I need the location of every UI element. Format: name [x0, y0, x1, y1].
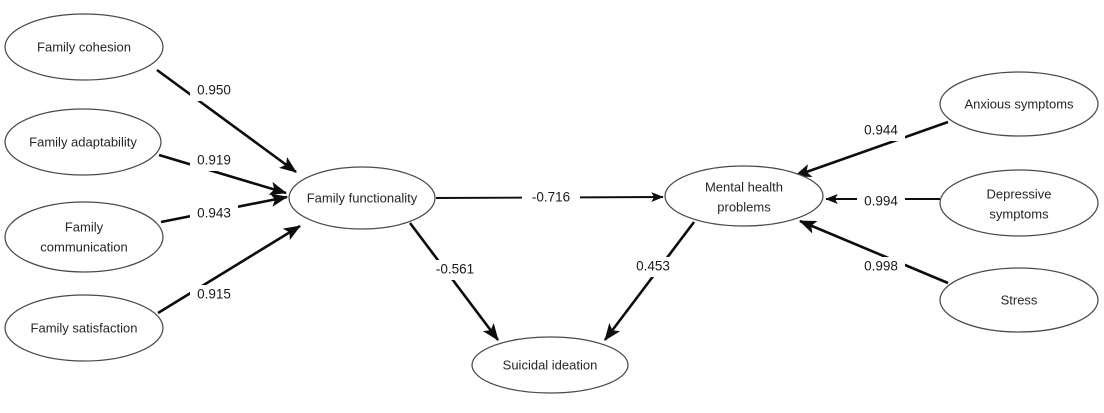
node-family-satisfaction-shape: [4, 294, 164, 362]
coefficient-label-functionality-suicidal: -0.561: [436, 262, 474, 277]
node-family-cohesion[interactable]: Family cohesion: [4, 13, 164, 81]
coefficient-label-mental-health-suicidal: 0.453: [636, 259, 670, 274]
path-satisfaction-to-functionality: [157, 224, 301, 315]
node-family-functionality[interactable]: Family functionality: [288, 166, 436, 230]
node-stress-shape: [939, 267, 1099, 333]
node-depressive-symptoms-label-line2: symptoms: [989, 206, 1049, 221]
node-family-functionality-label: Family functionality: [307, 190, 418, 205]
node-depressive-symptoms[interactable]: Depressive symptoms: [939, 169, 1099, 237]
node-family-communication-label-line2: communication: [40, 239, 127, 254]
path-stress-to-mental-health: [799, 219, 949, 285]
node-suicidal-ideation[interactable]: Suicidal ideation: [471, 336, 629, 394]
coefficient-label-cohesion: 0.950: [197, 83, 231, 98]
node-stress[interactable]: Stress: [939, 267, 1099, 333]
path-mental-health-to-suicidal-ideation: [603, 221, 696, 341]
node-suicidal-ideation-label: Suicidal ideation: [503, 357, 598, 372]
node-family-adaptability-shape: [4, 108, 162, 176]
node-mental-health-problems-label-line1: Mental health: [705, 179, 783, 194]
path-adaptability-to-functionality: [158, 153, 287, 195]
node-family-adaptability-label: Family adaptability: [29, 134, 137, 149]
node-family-satisfaction[interactable]: Family satisfaction: [4, 294, 164, 362]
node-mental-health-problems-shape: [664, 165, 824, 227]
coefficient-label-functionality-mental-health: -0.716: [532, 190, 570, 205]
coefficient-label-anxious: 0.944: [864, 123, 898, 138]
coefficient-label-satisfaction: 0.915: [197, 287, 231, 302]
node-family-communication-label-line1: Family: [65, 219, 104, 234]
coefficient-label-adaptability: 0.919: [197, 153, 231, 168]
coefficient-backdrops: [190, 81, 905, 305]
node-family-communication-shape: [4, 201, 164, 273]
node-family-functionality-shape: [288, 166, 436, 230]
node-mental-health-problems-label-line2: problems: [717, 199, 771, 214]
node-anxious-symptoms-shape: [939, 71, 1099, 137]
node-depressive-symptoms-shape: [939, 169, 1099, 237]
coefficient-label-communication: 0.943: [197, 206, 231, 221]
node-mental-health-problems[interactable]: Mental health problems: [664, 165, 824, 227]
coefficient-label-stress: 0.998: [864, 259, 898, 274]
node-family-satisfaction-label: Family satisfaction: [31, 320, 138, 335]
node-suicidal-ideation-shape: [471, 336, 629, 394]
path-anxious-to-mental-health: [794, 120, 949, 178]
node-family-cohesion-label: Family cohesion: [37, 39, 131, 54]
path-functionality-to-suicidal-ideation: [408, 222, 500, 341]
node-anxious-symptoms-label: Anxious symptoms: [964, 96, 1074, 111]
node-family-communication[interactable]: Family communication: [4, 201, 164, 273]
node-anxious-symptoms[interactable]: Anxious symptoms: [939, 71, 1099, 137]
path-cohesion-to-functionality: [156, 68, 297, 174]
node-family-adaptability[interactable]: Family adaptability: [4, 108, 162, 176]
node-depressive-symptoms-label-line1: Depressive: [986, 186, 1051, 201]
node-stress-label: Stress: [1001, 292, 1038, 307]
node-family-cohesion-shape: [4, 13, 164, 81]
coefficient-label-depressive: 0.994: [864, 194, 898, 209]
coefficient-label-group: 0.950 0.919 0.943 0.915 -0.716 -0.561 0.…: [197, 83, 898, 302]
